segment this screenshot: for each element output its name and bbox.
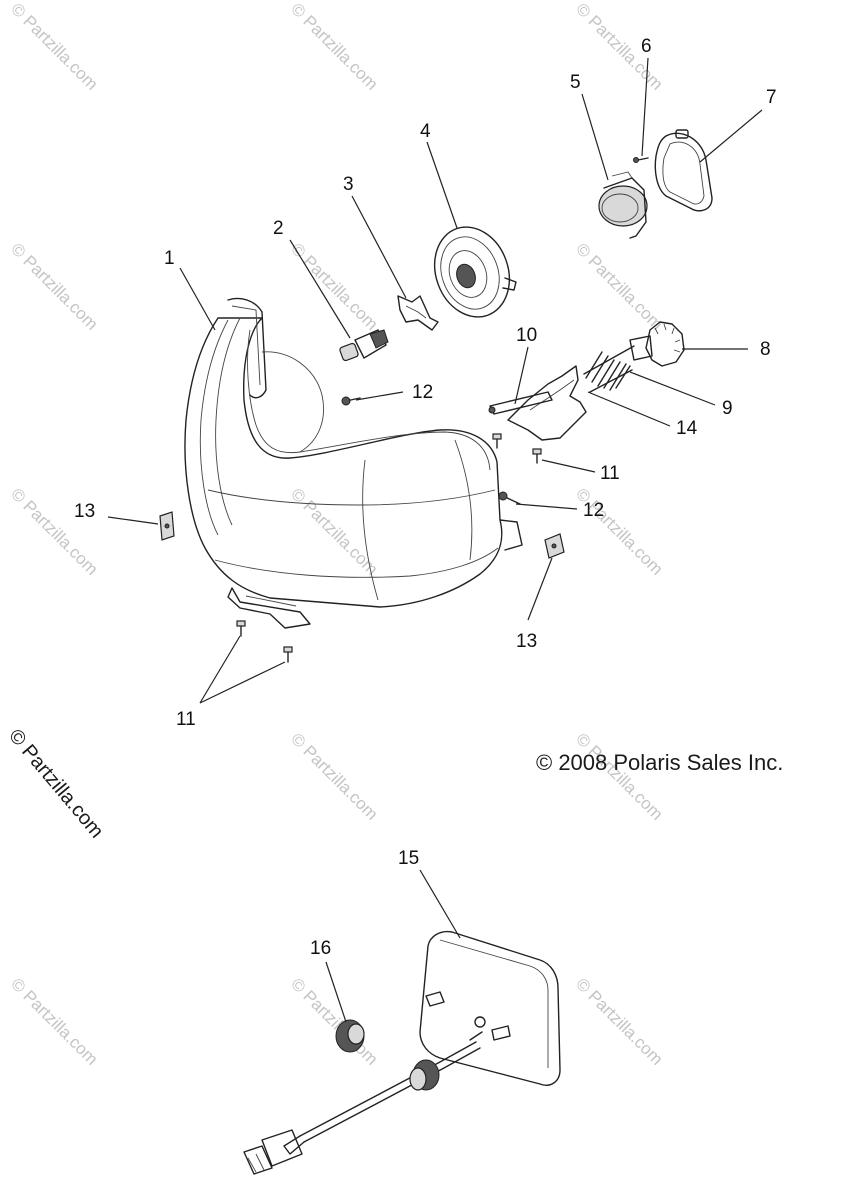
- adjuster-bracket: [488, 365, 587, 441]
- stud-11-lower-left: [236, 620, 246, 637]
- leader-1: [179, 267, 216, 331]
- ballast-module: [419, 930, 561, 1086]
- wire-harness: [243, 1041, 481, 1175]
- callout-12-lower: 12: [583, 500, 604, 521]
- leader-2: [289, 239, 351, 339]
- headlight-housing: [184, 297, 523, 629]
- callout-9: 9: [722, 398, 733, 419]
- gasket: [654, 129, 713, 212]
- screw-12-upper: [341, 396, 361, 406]
- watermark: © Partzilla.com: [287, 0, 381, 94]
- leader-10: [514, 346, 529, 405]
- callout-16: 16: [310, 938, 331, 959]
- watermark: © Partzilla.com: [572, 484, 666, 578]
- leader-11-b: [199, 661, 286, 704]
- leader-3: [351, 195, 407, 299]
- watermark: © Partzilla.com: [7, 484, 101, 578]
- leader-11-middle: [541, 459, 596, 473]
- callout-15: 15: [398, 848, 419, 869]
- watermark: © Partzilla.com: [572, 729, 666, 823]
- stud-11-upper: [492, 433, 502, 449]
- dust-cover: [433, 226, 517, 318]
- callout-4: 4: [420, 121, 431, 142]
- leader-7: [699, 109, 763, 163]
- callout-13-right: 13: [516, 631, 537, 652]
- leader-9: [629, 371, 716, 406]
- leader-13-right: [527, 557, 553, 621]
- callouts: 1 2 3 4 5 6 7 8 9 10 11 11 12 12 13 13 1…: [74, 36, 777, 959]
- grommet: [335, 1019, 365, 1053]
- leader-4: [426, 141, 458, 229]
- leader-13-left: [107, 516, 159, 525]
- adjuster-spring: [583, 345, 635, 393]
- callout-5: 5: [570, 72, 581, 93]
- watermark: © Partzilla.com: [287, 239, 381, 333]
- leader-12-upper: [355, 391, 404, 401]
- stud-11-lower-right: [283, 646, 293, 663]
- screw-small: [633, 157, 649, 163]
- copyright-notice: © 2008 Polaris Sales Inc.: [536, 750, 783, 775]
- leader-6: [641, 57, 649, 157]
- callout-2: 2: [273, 218, 284, 239]
- watermark: © Partzilla.com: [572, 974, 666, 1068]
- adjuster-knob: [629, 321, 685, 367]
- callout-8: 8: [760, 339, 771, 360]
- callout-11-middle: 11: [600, 463, 620, 484]
- leader-lines: [107, 57, 763, 1023]
- callout-7: 7: [766, 87, 777, 108]
- watermark: © Partzilla.com: [572, 0, 666, 94]
- speed-nut-right: [544, 533, 565, 559]
- watermark: © Partzilla.com: [7, 239, 101, 333]
- watermark: © Partzilla.com: [7, 0, 101, 94]
- watermark: © Partzilla.com: [7, 974, 101, 1068]
- callout-14: 14: [676, 418, 698, 439]
- speed-nut-left: [159, 511, 175, 541]
- watermark: © Partzilla.com: [287, 484, 381, 578]
- screw-12-lower: [498, 491, 521, 505]
- accent-lamp: [598, 171, 648, 239]
- callout-10: 10: [516, 325, 537, 346]
- callout-1: 1: [164, 248, 175, 269]
- leader-16: [325, 961, 347, 1023]
- leader-14: [587, 391, 671, 427]
- leader-5: [581, 93, 609, 181]
- callout-11-lower: 11: [176, 709, 196, 730]
- watermark: © Partzilla.com: [287, 729, 381, 823]
- stud-11-middle: [532, 448, 542, 464]
- bulb: [339, 329, 389, 362]
- watermark: © Partzilla.com: [572, 239, 666, 333]
- bulb-clip: [397, 295, 439, 331]
- callout-6: 6: [641, 36, 652, 57]
- callout-12-upper: 12: [412, 382, 433, 403]
- leader-15: [419, 869, 461, 939]
- partzilla-stamp: © Partzilla.com: [4, 725, 107, 842]
- callout-13-left: 13: [74, 501, 95, 522]
- leader-12-lower: [515, 503, 578, 510]
- leader-11-a: [199, 635, 241, 704]
- callout-3: 3: [343, 174, 354, 195]
- watermark-group: © Partzilla.com © Partzilla.com © Partzi…: [7, 0, 666, 1069]
